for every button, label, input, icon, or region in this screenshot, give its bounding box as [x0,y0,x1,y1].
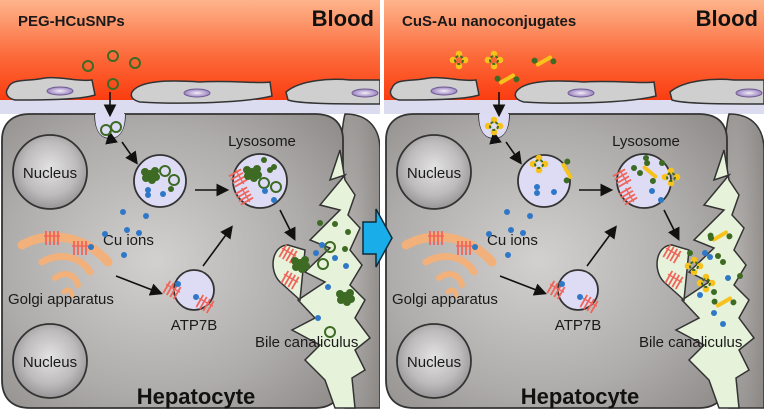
flow-arrow [110,134,111,140]
cluster-lobe [148,176,156,184]
cus-fragment-dot [720,259,726,265]
cu-ion-dot [315,315,321,321]
cu-ion-dot [136,230,142,236]
lysosome-label: Lysosome [612,133,680,150]
cu-ion-dot [145,192,151,198]
endothelial-nucleus [568,89,594,97]
cu-ion-dot [725,275,731,281]
cu-ion-dot [143,213,149,219]
cu-ion-dot [88,244,94,250]
cu-ion-dot [472,244,478,250]
cus-fragment-dot [643,155,649,161]
cus-fragment-dot [637,170,643,176]
nucleus-bottom-label: Nucleus [23,354,77,371]
endothelial-nucleus [352,89,378,97]
cluster-lobe [291,257,299,265]
panel-divider [380,0,384,413]
nanoparticle-label: CuS-Au nanoconjugates [402,13,576,30]
cluster-lobe [343,298,351,306]
hepatocyte-label: Hepatocyte [521,384,640,409]
cu-ion-dot [262,188,268,194]
cus-fragment-dot [271,164,277,170]
blood-label: Blood [696,6,758,31]
cus-fragment-dot [168,186,174,192]
cu-ion-dot [711,310,717,316]
cus-fragment-dot [345,229,351,235]
golgi-label: Golgi apparatus [392,291,498,308]
bile-canaliculus-label: Bile canaliculus [255,334,358,351]
cus-fragment-dot [711,289,717,295]
golgi-label: Golgi apparatus [8,291,114,308]
cu-ion-dot [505,252,511,258]
cu-ion-dot [313,250,319,256]
nucleus-top-label: Nucleus [23,165,77,182]
cus-fragment-dot [708,235,714,241]
cu-ion-dot [534,184,540,190]
cu-ion-dot [559,281,565,287]
cu-ion-dot [527,213,533,219]
cu-ion-dot [319,242,325,248]
cus-fragment-dot [261,157,267,163]
cu-ions-label: Cu ions [487,232,538,249]
cu-ion-dot [658,197,664,203]
cus-fragment-dot [332,221,338,227]
cus-fragment-dot [317,220,323,226]
cu-ion-dot [175,281,181,287]
endothelial-nucleus [736,89,762,97]
cu-ion-dot [702,250,708,256]
atp7b-label: ATP7B [171,317,217,334]
lysosome-label: Lysosome [228,133,296,150]
cus-fragment-dot [659,160,665,166]
hepatocyte-label: Hepatocyte [137,384,256,409]
cu-ion-dot [504,209,510,215]
cus-fragment-dot [737,273,743,279]
cus-fragment-dot [715,253,721,259]
cu-ion-dot [534,190,540,196]
cu-ion-dot [121,252,127,258]
cu-ion-dot [508,227,514,233]
cu-ion-dot [325,284,331,290]
cu-ion-dot [332,255,338,261]
nucleus-bottom-label: Nucleus [407,354,461,371]
cus-fragment-dot [687,250,693,256]
cu-ion-dot [486,231,492,237]
cu-ion-dot [551,189,557,195]
cu-ions-label: Cu ions [103,232,154,249]
cu-ion-dot [520,230,526,236]
cu-ion-dot [707,254,713,260]
nanoparticle-label: PEG-HCuSNPs [18,13,125,30]
cu-ion-dot [343,263,349,269]
cu-ion-dot [102,231,108,237]
cu-ion-dot [124,227,130,233]
cluster-lobe [243,166,251,174]
cluster-lobe [336,290,344,298]
cus-fragment-dot [631,165,637,171]
cu-ion-dot [577,294,583,300]
endothelial-nucleus [184,89,210,97]
cu-ion-dot [160,191,166,197]
cluster-lobe [141,168,149,176]
bile-canaliculus-label: Bile canaliculus [639,334,742,351]
atp7b-label: ATP7B [555,317,601,334]
cus-fragment-dot [342,246,348,252]
cu-ion-dot [649,188,655,194]
cu-ion-dot [120,209,126,215]
endothelial-nucleus [431,87,457,95]
blood-label: Blood [312,6,374,31]
cu-ion-dot [193,294,199,300]
cu-ion-dot [697,292,703,298]
cluster-lobe [250,174,258,182]
cu-ion-dot [720,321,726,327]
cu-ion-dot [271,197,277,203]
nucleus-top-label: Nucleus [407,165,461,182]
endothelial-nucleus [47,87,73,95]
cluster-lobe [298,265,306,273]
